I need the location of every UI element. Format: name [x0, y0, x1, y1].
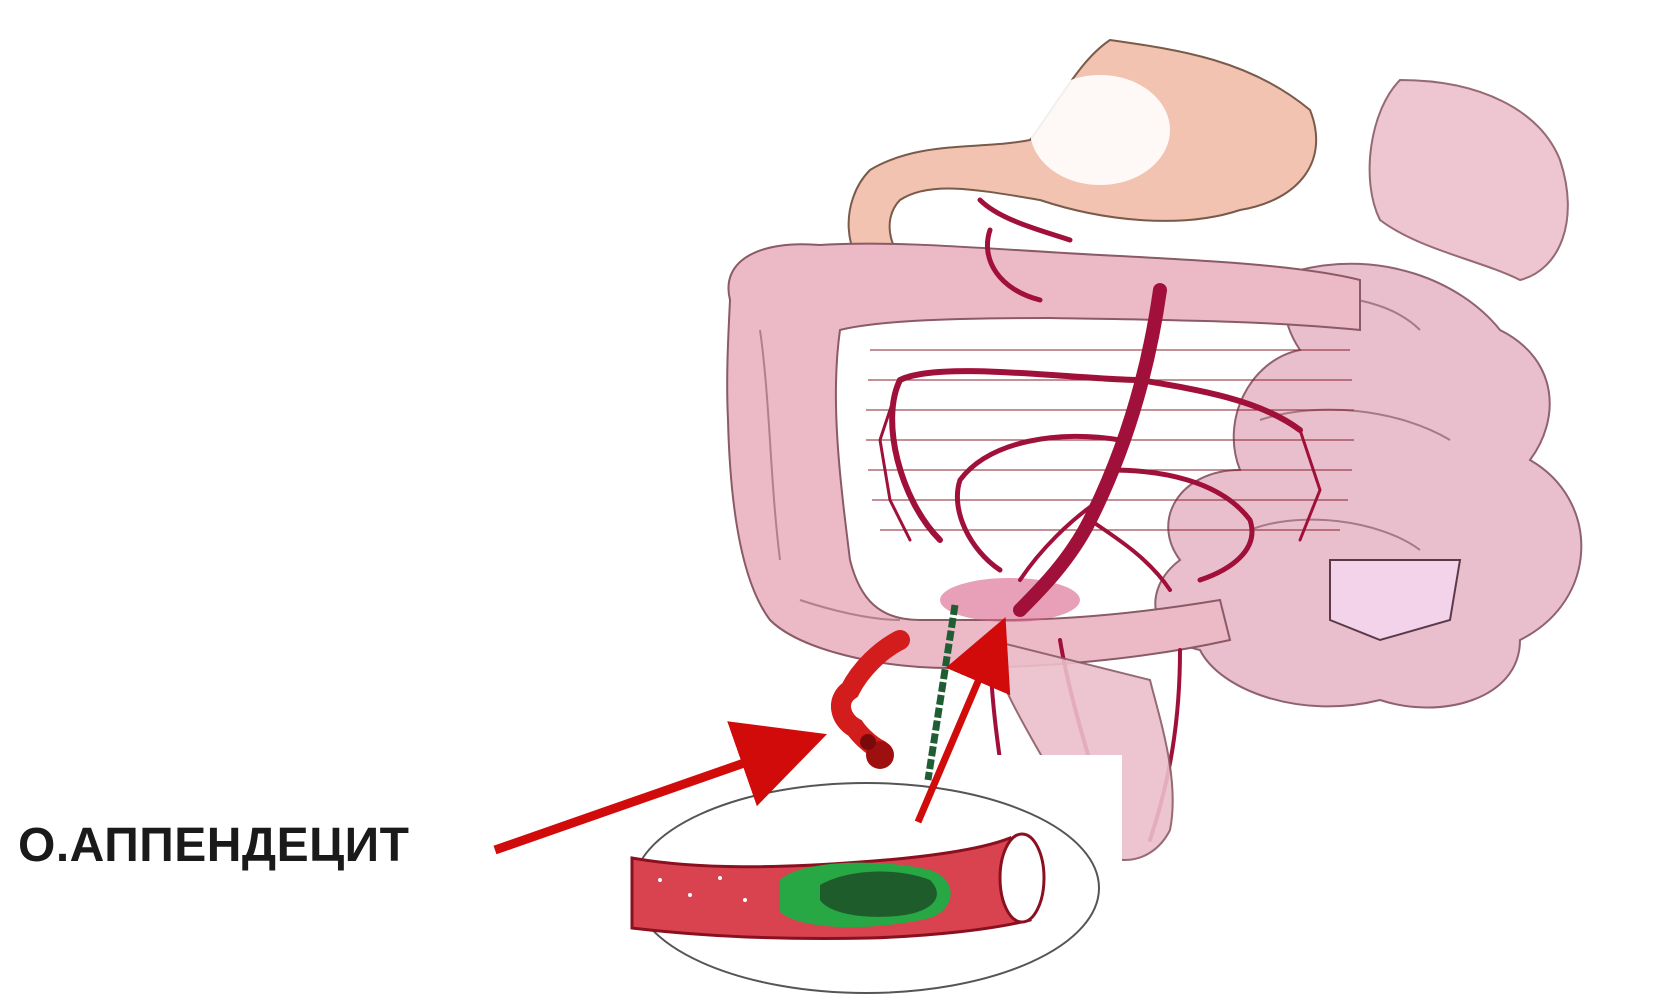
diagnosis-label: О.АППЕНДЕЦИТ — [18, 818, 409, 873]
thrombus-vessel-icon — [632, 783, 1099, 993]
